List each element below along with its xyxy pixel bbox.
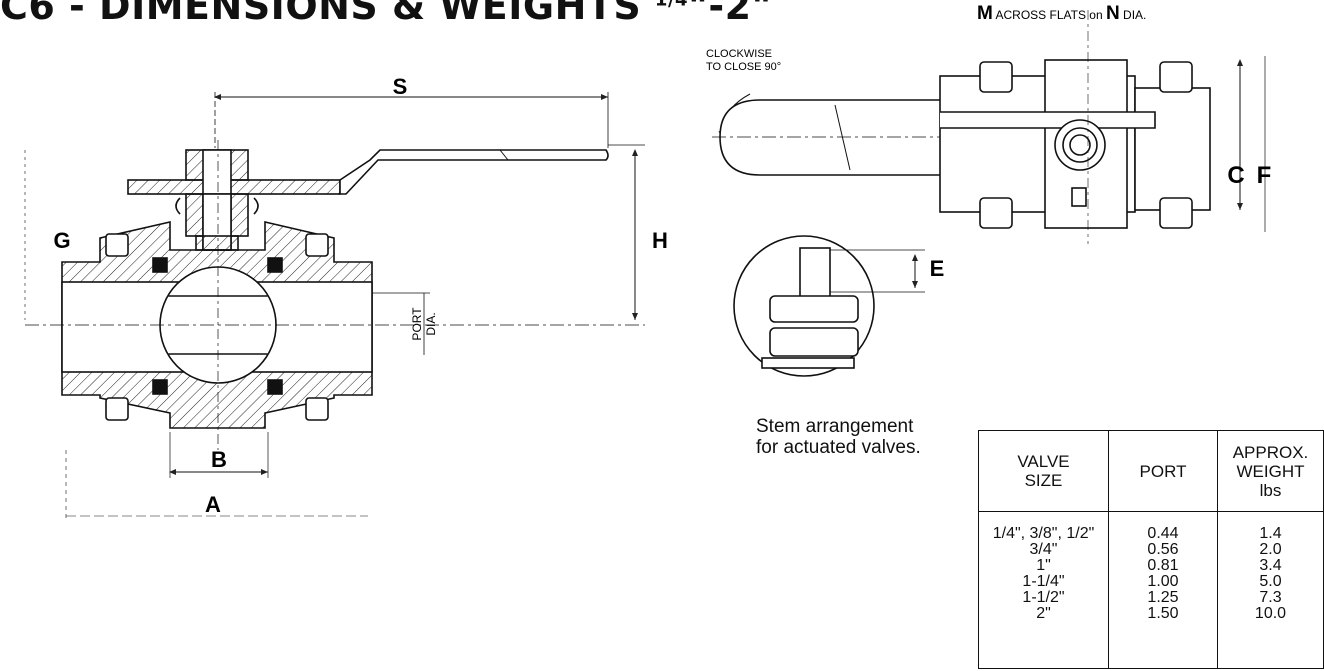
side-section-view — [24, 92, 645, 522]
dim-label-s: S — [393, 74, 408, 99]
size-cell: 2" — [1036, 605, 1051, 622]
port-cell: 0.81 — [1147, 557, 1179, 574]
port-dia-line2: DIA. — [424, 312, 438, 335]
port-cell: 0.56 — [1147, 541, 1179, 558]
stem-detail — [733, 235, 925, 377]
weight-cell: 5.0 — [1259, 573, 1282, 590]
size-cell: 3/4" — [1029, 541, 1058, 558]
top-view — [712, 10, 1266, 244]
m-label: M ACROSS FLATS on N DIA. — [977, 3, 1146, 24]
size-cell: 1" — [1036, 557, 1051, 574]
port-cell: 1.00 — [1147, 573, 1179, 590]
size-cell: 1/4", 3/8", 1/2" — [992, 525, 1095, 542]
n-label-text: DIA. — [1120, 8, 1147, 22]
dim-label-b: B — [211, 447, 227, 472]
dim-label-f: F — [1257, 162, 1272, 189]
dim-label-g: G — [53, 228, 70, 253]
m-label-letter: M — [977, 3, 993, 24]
stem-caption-line2: for actuated valves. — [756, 437, 921, 458]
dim-label-c: C — [1227, 162, 1244, 189]
header-weight: APPROX. WEIGHT lbs — [1217, 430, 1324, 512]
header-weight-line2: WEIGHT — [1236, 461, 1305, 481]
size-column: 1/4", 3/8", 1/2" 3/4" 1" 1-1/4" 1-1/2" 2… — [978, 511, 1109, 669]
port-dia-line1: PORT — [410, 307, 424, 341]
header-valve-size-line1: VALVE — [1017, 452, 1070, 471]
weight-cell: 7.3 — [1259, 589, 1282, 606]
stem-caption: Stem arrangement for actuated valves. — [756, 416, 921, 458]
header-port-line1: PORT — [1139, 461, 1187, 481]
title-main: C6 - DIMENSIONS & WEIGHTS — [0, 0, 655, 28]
dim-label-a: A — [205, 492, 221, 517]
rotation-label-line1: CLOCKWISE — [706, 48, 772, 60]
dimensions-table: VALVE SIZE PORT APPROX. WEIGHT lbs 1/4",… — [978, 430, 1324, 669]
header-valve-size: VALVE SIZE — [978, 430, 1109, 512]
weight-column: 1.4 2.0 3.4 5.0 7.3 10.0 — [1217, 511, 1324, 669]
size-cell: 1-1/2" — [1022, 589, 1065, 606]
dim-label-h: H — [652, 228, 668, 253]
port-column: 0.44 0.56 0.81 1.00 1.25 1.50 — [1108, 511, 1218, 669]
table-header-row: VALVE SIZE PORT APPROX. WEIGHT lbs — [978, 430, 1324, 512]
port-cell: 1.25 — [1147, 589, 1179, 606]
weight-cell: 2.0 — [1259, 541, 1282, 558]
weight-cell: 10.0 — [1254, 605, 1287, 622]
port-cell: 0.44 — [1147, 525, 1179, 542]
header-weight-line1: APPROX. — [1232, 442, 1309, 462]
header-valve-size-line2: SIZE — [1024, 471, 1063, 490]
m-label-text: ACROSS FLATS on — [993, 8, 1106, 22]
header-port: PORT — [1108, 430, 1218, 512]
header-weight-line3: lbs — [1259, 480, 1282, 500]
title-suffix: "-2" — [688, 0, 772, 28]
page-title: C6 - DIMENSIONS & WEIGHTS 1/4"-2" — [0, 0, 772, 28]
dim-label-e: E — [930, 256, 945, 281]
rotation-label-line2: TO CLOSE 90° — [706, 61, 781, 73]
title-fraction: 1/4 — [655, 0, 688, 10]
port-cell: 1.50 — [1147, 605, 1179, 622]
weight-cell: 1.4 — [1259, 525, 1282, 542]
port-dia-label: PORT DIA. — [410, 307, 438, 341]
size-cell: 1-1/4" — [1022, 573, 1065, 590]
weight-cell: 3.4 — [1259, 557, 1282, 574]
n-label-letter: N — [1106, 3, 1120, 24]
table-body-row: 1/4", 3/8", 1/2" 3/4" 1" 1-1/4" 1-1/2" 2… — [978, 511, 1324, 669]
stem-caption-line1: Stem arrangement — [756, 416, 914, 437]
